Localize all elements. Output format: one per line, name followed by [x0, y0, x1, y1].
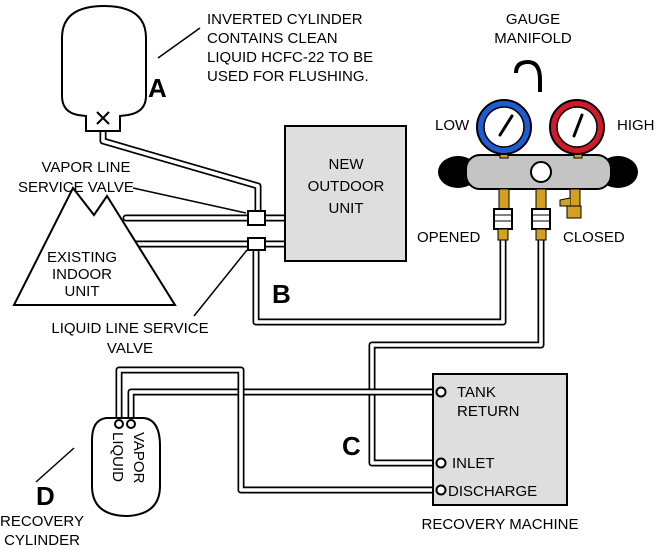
svg-text:LIQUID HCFC-22 TO BE: LIQUID HCFC-22 TO BE [207, 49, 373, 66]
liquid-line-service-valve [247, 237, 266, 251]
inlet-port [435, 457, 447, 469]
vapor-label: VAPOR [130, 432, 147, 484]
recovery-cylinder [91, 417, 161, 518]
high-label: HIGH [617, 117, 655, 134]
closed-label: CLOSED [563, 229, 625, 246]
gauge-manifold [438, 59, 638, 241]
svg-text:USED FOR FLUSHING.: USED FOR FLUSHING. [207, 68, 369, 85]
svg-text:RETURN: RETURN [457, 403, 520, 420]
low-pressure-gauge [476, 99, 532, 155]
svg-text:OUTDOOR: OUTDOOR [308, 178, 385, 195]
outdoor-unit-label: NEW OUTDOOR UNIT [308, 156, 385, 217]
svg-text:SERVICE VALVE: SERVICE VALVE [18, 179, 134, 196]
svg-text:INVERTED CYLINDER: INVERTED CYLINDER [207, 11, 363, 28]
inverted-flushing-cylinder [61, 4, 147, 132]
marker-c: C [342, 431, 361, 461]
svg-text:CYLINDER: CYLINDER [4, 532, 80, 549]
pipes [99, 122, 545, 494]
svg-text:INDOOR: INDOOR [52, 266, 112, 283]
inverted-cylinder-note: INVERTED CYLINDER CONTAINS CLEAN LIQUID … [207, 11, 373, 85]
marker-d: D [36, 481, 55, 511]
svg-text:LIQUID LINE SERVICE: LIQUID LINE SERVICE [51, 320, 208, 337]
cylinder-leader [35, 447, 75, 483]
svg-text:UNIT: UNIT [329, 200, 364, 217]
tank-return-port [435, 386, 447, 398]
indoor-unit-label: EXISTING INDOOR UNIT [47, 249, 117, 300]
svg-text:NEW: NEW [329, 156, 365, 173]
liquid-valve-leader [193, 249, 248, 317]
recovery-machine-label: RECOVERY MACHINE [422, 516, 579, 533]
inlet-label: INLET [452, 455, 495, 472]
vapor-valve-leader [132, 187, 247, 214]
discharge-port [435, 484, 447, 496]
svg-text:UNIT: UNIT [65, 283, 100, 300]
recovery-machine [432, 373, 568, 506]
note-leader [157, 27, 201, 59]
svg-text:CONTAINS CLEAN: CONTAINS CLEAN [207, 30, 338, 47]
marker-a: A [148, 73, 167, 103]
liquid-label: LIQUID [109, 432, 126, 482]
svg-text:MANIFOLD: MANIFOLD [494, 30, 572, 47]
svg-text:TANK: TANK [457, 384, 496, 401]
pipe-discharge-to-cylinder [115, 366, 445, 494]
svg-text:VALVE: VALVE [107, 340, 153, 357]
marker-b: B [272, 279, 291, 309]
opened-label: OPENED [417, 229, 481, 246]
vapor-line-service-valve-label: VAPOR LINE SERVICE VALVE [18, 159, 134, 196]
vapor-line-service-valve [247, 210, 266, 226]
low-label: LOW [435, 117, 470, 134]
new-outdoor-unit [284, 125, 407, 262]
pipe-tank-return-to-cylinder [127, 388, 445, 427]
high-pressure-gauge [549, 99, 605, 155]
gauge-manifold-label: GAUGE MANIFOLD [494, 11, 572, 47]
svg-text:GAUGE: GAUGE [506, 11, 560, 28]
svg-text:RECOVERY: RECOVERY [0, 513, 84, 530]
discharge-label: DISCHARGE [448, 483, 537, 500]
existing-indoor-unit [12, 186, 177, 306]
svg-text:EXISTING: EXISTING [47, 249, 117, 266]
recovery-cylinder-label: RECOVERY CYLINDER [0, 513, 84, 549]
svg-text:VAPOR LINE: VAPOR LINE [42, 159, 131, 176]
tank-return-label: TANK RETURN [457, 384, 520, 420]
liquid-line-service-valve-label: LIQUID LINE SERVICE VALVE [51, 320, 208, 357]
